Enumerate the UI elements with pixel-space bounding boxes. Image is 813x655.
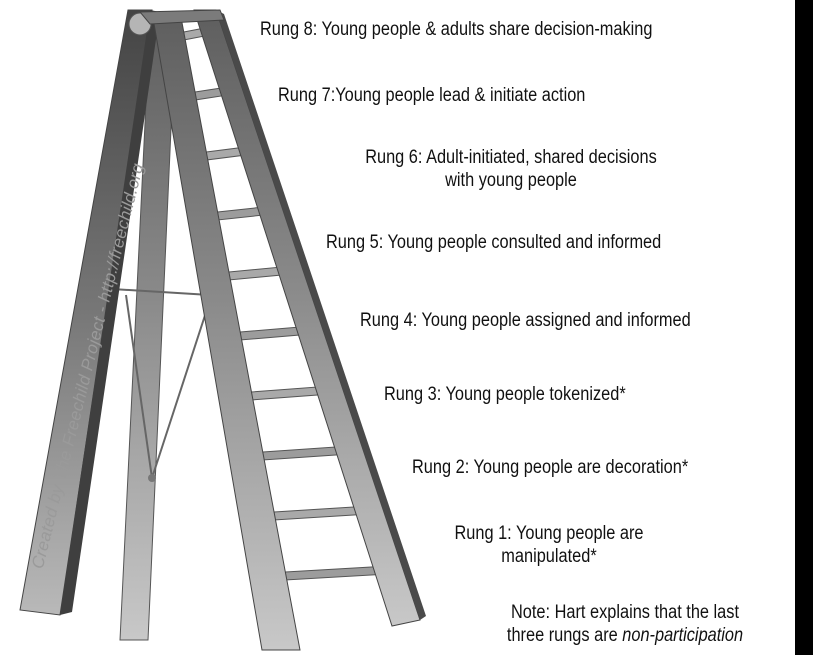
rung-7-label: Rung 7:Young people lead & initiate acti… <box>278 85 586 106</box>
ladder-rear-leg-edge <box>60 10 160 615</box>
ladder-front-right-rail-edge <box>216 10 426 620</box>
ladder-brace <box>151 299 211 479</box>
rung-6-label: Rung 6: Adult-initiated, shared decision… <box>343 146 678 192</box>
hart-note-line1: Note: Hart explains that the last <box>511 602 739 623</box>
rung-5-label: Rung 5: Young people consulted and infor… <box>326 232 662 253</box>
rung-1-label-line2: manipulated* <box>501 546 597 567</box>
hart-note-line2-prefix: three rungs are <box>506 625 623 646</box>
rung-2-label: Rung 2: Young people are decoration* <box>412 457 689 478</box>
hart-note: Note: Hart explains that the last three … <box>432 601 813 647</box>
rung-1-label: Rung 1: Young people are manipulated* <box>424 522 673 568</box>
hart-note-emphasis: non-participation <box>622 625 744 646</box>
ladder-hinge <box>148 474 156 482</box>
rung-1-label-line1: Rung 1: Young people are <box>454 523 644 544</box>
ladder-top-platform <box>138 9 225 25</box>
rung-6-label-line2: with young people <box>445 170 577 191</box>
rung-8-label: Rung 8: Young people & adults share deci… <box>260 19 653 40</box>
rung-3-label: Rung 3: Young people tokenized* <box>384 384 626 405</box>
rung-6-label-line1: Rung 6: Adult-initiated, shared decision… <box>365 147 657 168</box>
right-edge-bar <box>795 0 813 655</box>
ladder-brace <box>125 294 153 479</box>
rung-4-label: Rung 4: Young people assigned and inform… <box>360 310 691 331</box>
